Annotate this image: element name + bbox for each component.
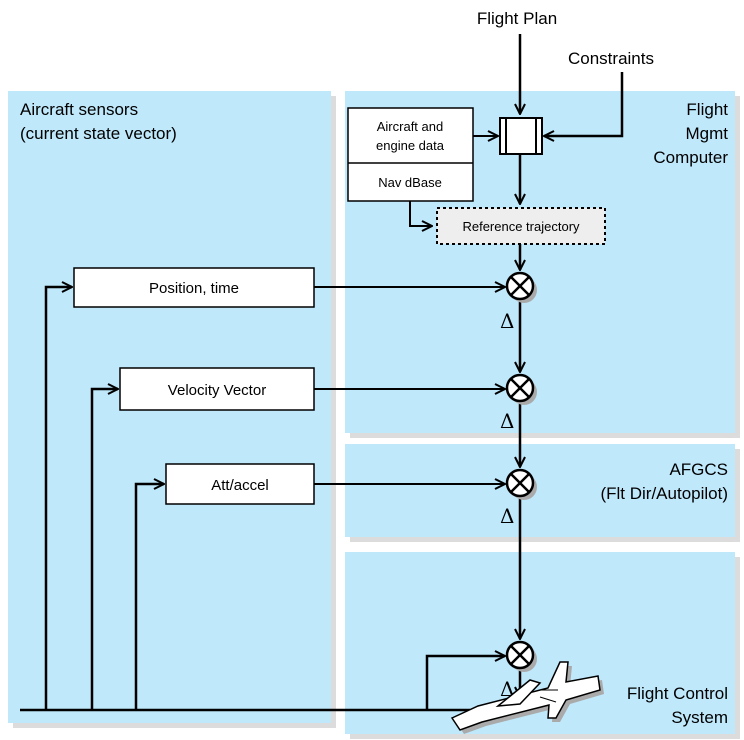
att-accel-label: Att/accel	[211, 477, 269, 494]
feedback-control-line	[425, 656, 505, 710]
delta-label-1: Δ	[500, 309, 514, 333]
aircraft-data-label-line2: engine data	[376, 138, 445, 153]
summing-junction-1	[505, 271, 537, 303]
constraints-arrow	[544, 72, 624, 136]
reference-trajectory-box	[436, 207, 606, 245]
afgcs-label-line1: AFGCS	[669, 460, 728, 479]
position-time-box	[73, 267, 315, 308]
summing-junction-2	[505, 373, 537, 405]
aircraft-data-label-line1: Aircraft and	[377, 119, 443, 134]
nav-to-reference-arrow	[409, 201, 432, 226]
afgcs-panel	[345, 444, 735, 537]
feedback-position-line	[44, 287, 72, 710]
sensors-label-line1: Aircraft sensors	[20, 100, 138, 119]
flight-plan-label: Flight Plan	[477, 9, 557, 28]
fmc-label-line3: Computer	[653, 148, 728, 167]
velocity-vector-label: Velocity Vector	[168, 382, 266, 399]
nav-dbase-label: Nav dBase	[378, 175, 442, 190]
reference-trajectory-label: Reference trajectory	[462, 219, 580, 234]
feedback-velocity-line	[90, 389, 118, 710]
fcs-label-line1: Flight Control	[627, 684, 728, 703]
constraints-label: Constraints	[568, 49, 654, 68]
delta-label-2: Δ	[500, 409, 514, 433]
fmc-label-line1: Flight	[686, 100, 728, 119]
aircraft-icon	[450, 661, 604, 734]
summing-junction-3	[505, 468, 537, 500]
sensors-label-line2: (current state vector)	[20, 124, 177, 143]
velocity-vector-box	[119, 367, 315, 411]
position-time-label: Position, time	[149, 280, 239, 297]
feedback-att-line	[134, 484, 164, 710]
delta-label-3: Δ	[500, 504, 514, 528]
afgcs-label-line2: (Flt Dir/Autopilot)	[600, 484, 728, 503]
fcs-label-line2: System	[671, 708, 728, 727]
fmc-label-line2: Mgmt	[686, 124, 729, 143]
summing-junction-4	[505, 640, 537, 672]
